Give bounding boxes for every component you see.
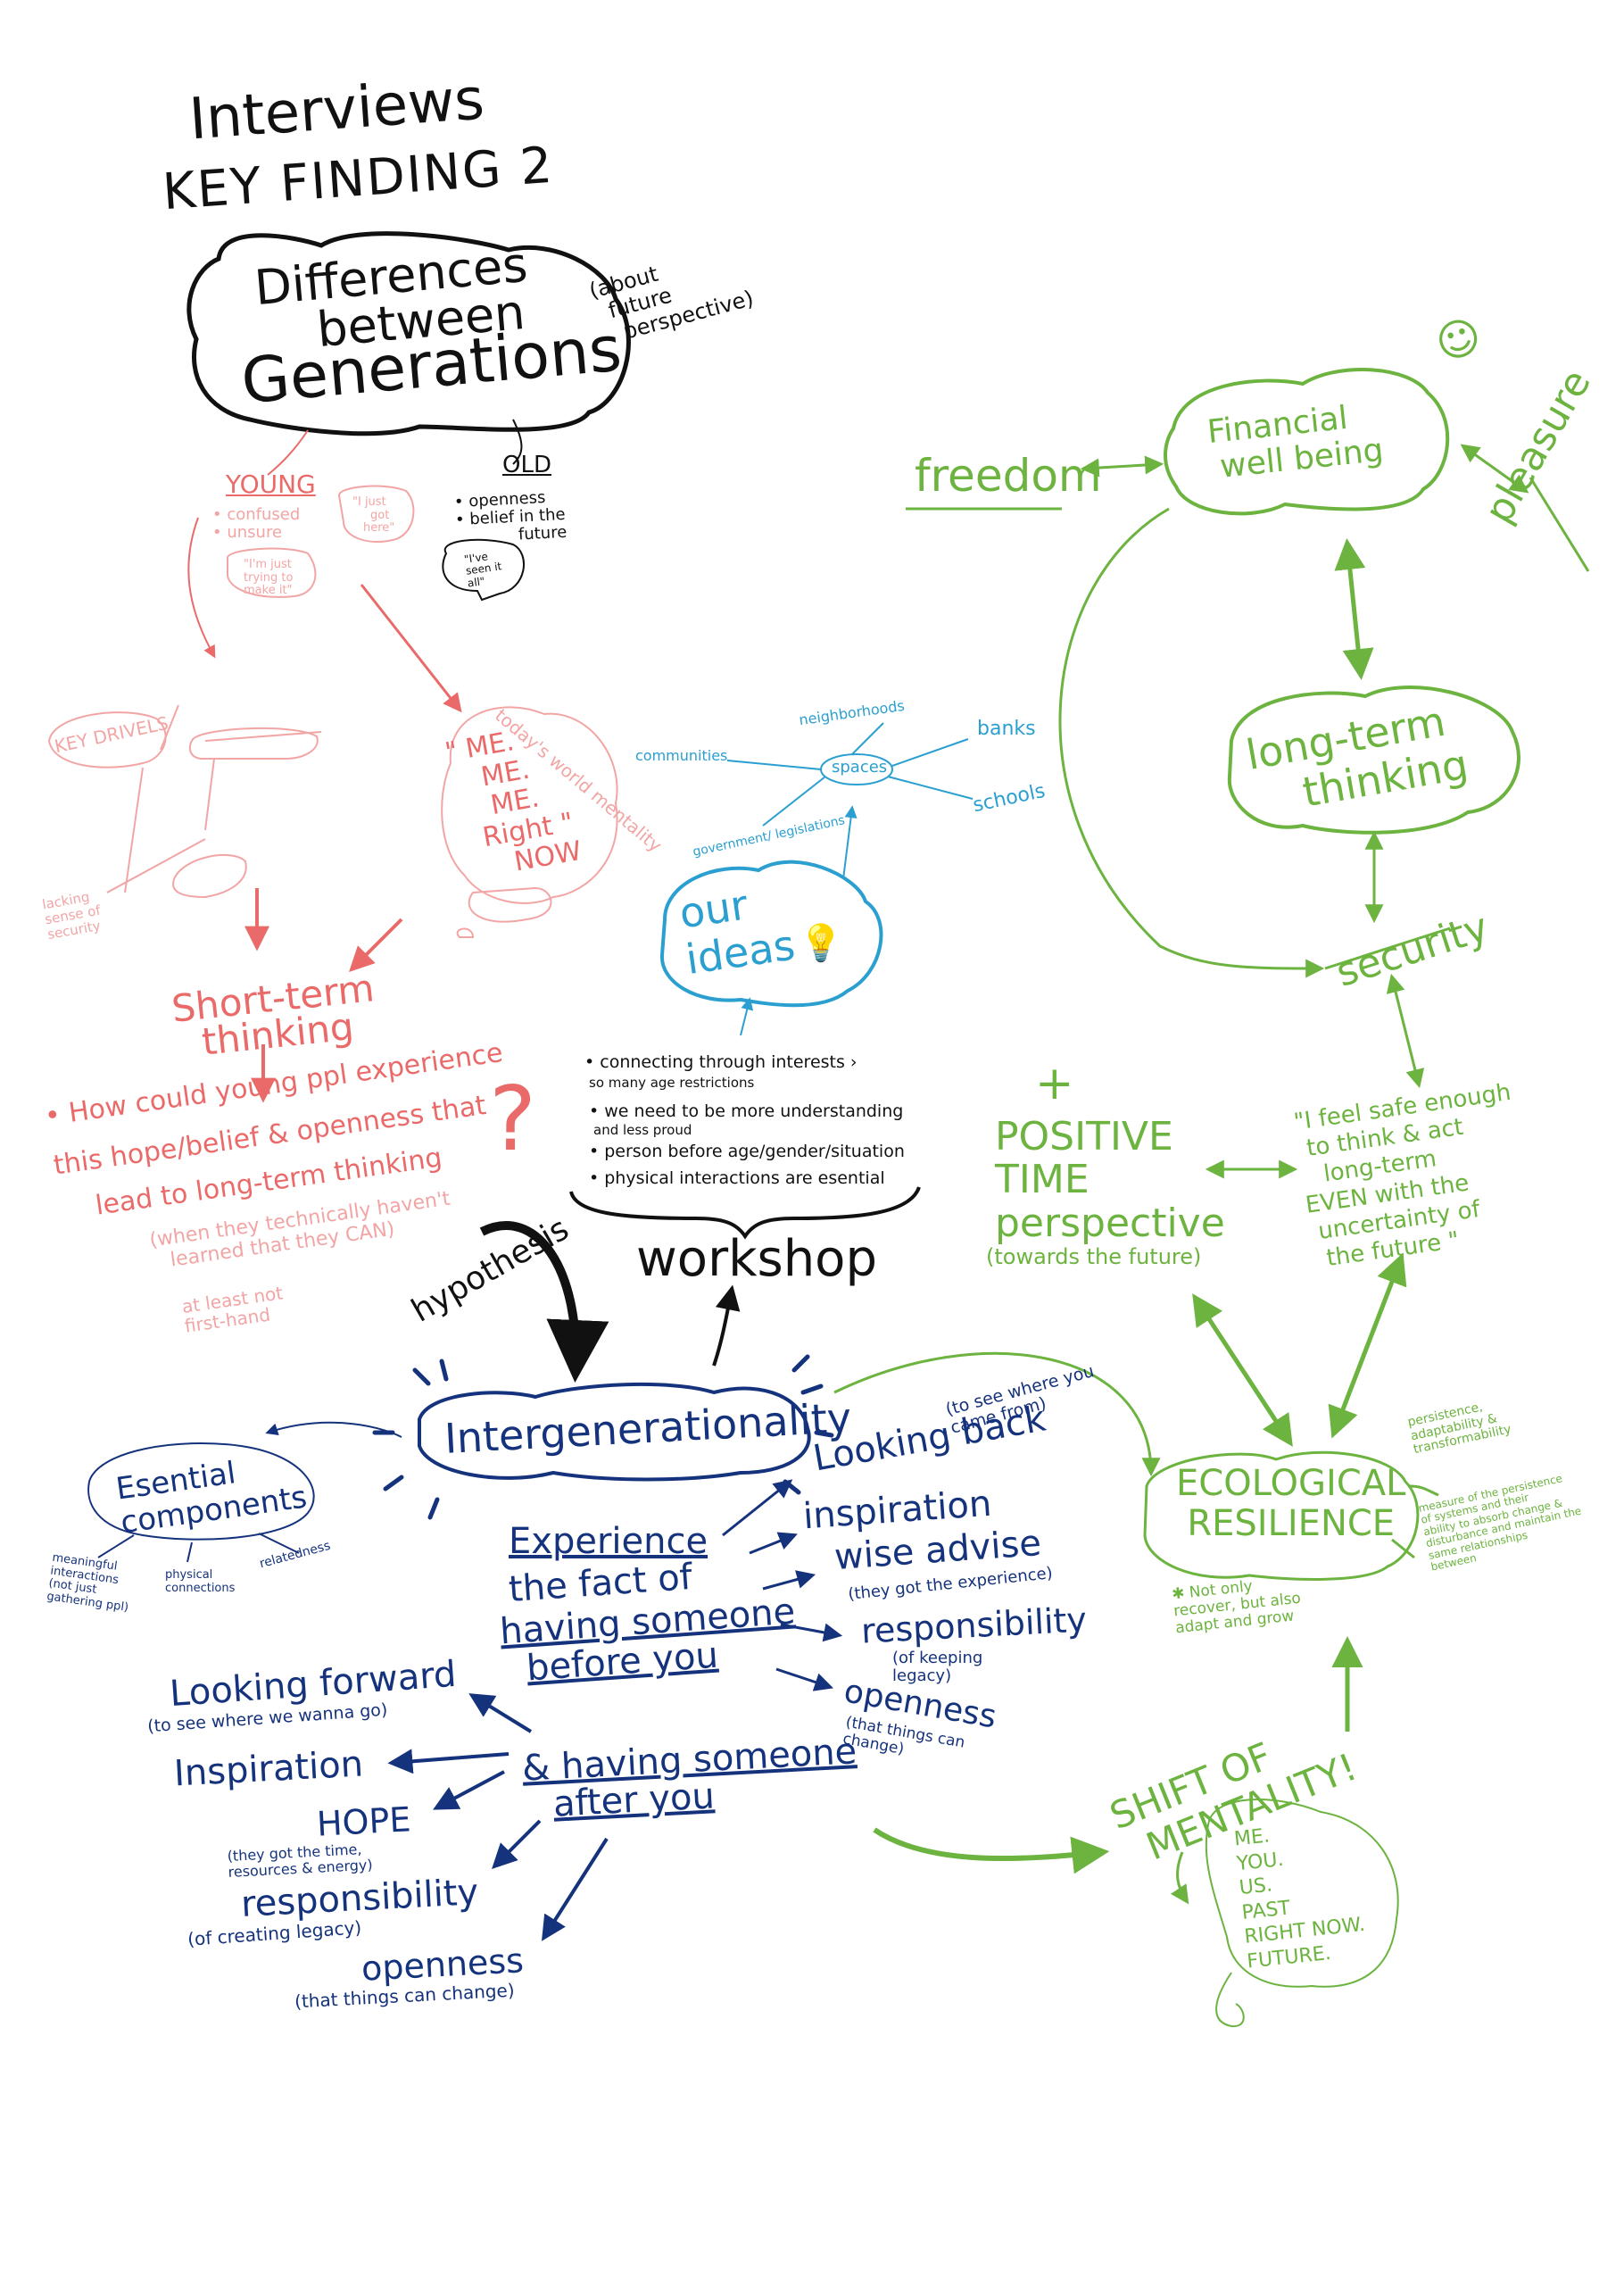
old-label: OLD: [502, 452, 551, 478]
lightbulb-icon: 💡: [799, 923, 843, 964]
workshop-bullet-1: • connecting through interests ›: [584, 1052, 858, 1072]
essential-sublines: [97, 1533, 300, 1563]
workshop-brace: [569, 1186, 921, 1240]
hypothesis-arrow: [479, 1221, 609, 1383]
workshop-bullet-4: • physical interactions are esential: [589, 1168, 885, 1188]
our-ideas-cloud: [659, 860, 883, 1008]
intergen-to-workshop-arrow: [712, 1284, 741, 1367]
generations-to-old-line: [512, 419, 523, 465]
workshop-bullet-2b: and less proud: [593, 1122, 692, 1138]
essential-ellipse: [87, 1442, 315, 1541]
before-item-4-sub: (of keeping legacy): [892, 1649, 983, 1686]
shift-bubble-tail: [1215, 1972, 1245, 2028]
spaces-map: [726, 722, 974, 827]
workshop-bullet-1b: so many age restrictions: [589, 1075, 755, 1091]
experience-label: Experience: [509, 1521, 708, 1562]
shift-bubble: [1205, 1799, 1399, 1988]
intergen-to-essential-arrow: [265, 1421, 402, 1438]
young-items: • confused• unsure: [212, 505, 301, 543]
generations-cloud: [186, 231, 631, 436]
before-arrows: [722, 1479, 843, 1691]
young-bubble-2: [227, 547, 317, 598]
security-underline: [1324, 926, 1451, 970]
bullets-to-ideas-arrow: [740, 997, 754, 1036]
positive-sub: (towards the future): [986, 1244, 1202, 1269]
young-label: YOUNG: [226, 469, 316, 499]
workshop-bullet-2: • we need to be more understanding: [589, 1101, 904, 1121]
old-speech-bubble: [442, 538, 525, 602]
young-bubble-1: [337, 485, 415, 544]
plus-sign: +: [1035, 1057, 1074, 1110]
young-to-me-arrow: [360, 584, 462, 713]
after-label-2: after you: [551, 1775, 716, 1825]
young-to-drivels-arrow: [187, 517, 216, 659]
eco-cloud: [1143, 1450, 1420, 1581]
me-to-shortterm-arrow: [349, 918, 403, 972]
space-banks: banks: [977, 718, 1036, 740]
freedom-label: freedom: [915, 450, 1102, 502]
spaces-center: spaces: [832, 758, 888, 777]
intergen-cloud: [418, 1382, 811, 1482]
key-drivers-sketch: [47, 704, 618, 938]
question-mark: ?: [489, 1067, 537, 1171]
space-communities: communities: [635, 747, 728, 764]
workshop-bullet-3: • person before age/gender/situation: [589, 1142, 905, 1161]
component-physical: physical connections: [165, 1568, 236, 1595]
intergen-rays: [372, 1354, 834, 1520]
longterm-cloud: [1227, 686, 1520, 835]
generations-to-young-line: [267, 429, 309, 476]
after-arrows: [387, 1693, 609, 1941]
financial-cloud: [1164, 368, 1450, 516]
pleasure-underline: [1529, 477, 1590, 572]
workshop-label: workshop: [636, 1230, 877, 1288]
green-arrows: [833, 444, 1529, 1905]
after-item-3: HOPE: [315, 1799, 412, 1844]
ideas-to-spaces-arrow: [842, 805, 858, 880]
